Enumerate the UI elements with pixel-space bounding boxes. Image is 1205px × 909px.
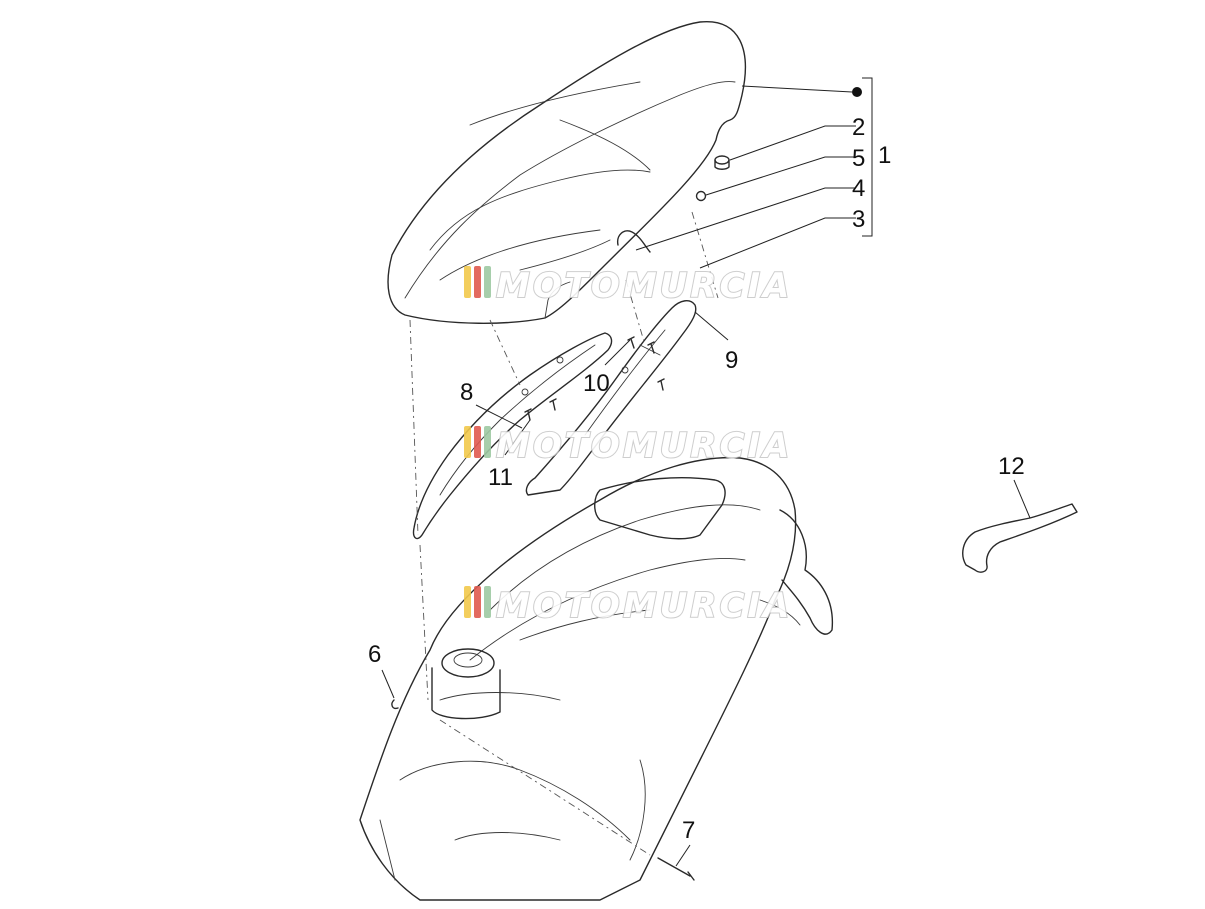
callout-1: 1 [878,142,891,169]
watermark-stripe [464,266,471,298]
callout-11: 11 [488,464,513,491]
rear-body [359,456,834,901]
watermark-text: MOTOMURCIA [496,426,792,466]
watermark-stripe [474,586,481,618]
callout-12: 12 [998,453,1025,480]
assembly-lines [409,211,719,856]
bumper-part-2 [714,155,730,170]
watermark-text: MOTOMURCIA [496,586,792,626]
leader-lines [381,85,1031,867]
callout-10: 10 [583,370,610,397]
callout-labels: 1 2 5 4 3 9 10 8 11 12 6 7 [368,114,1025,844]
seat [387,21,746,324]
screws [524,336,665,421]
clip-part-6 [391,699,399,710]
watermark-text: MOTOMURCIA [496,266,792,306]
watermark-stripe [464,586,471,618]
grab-handle-left [412,332,613,540]
callout-3: 3 [852,206,865,233]
watermark-top: MOTOMURCIA [464,265,792,307]
watermark-stripe [484,426,491,458]
watermark-stripe [474,426,481,458]
watermark-stripe [484,586,491,618]
grab-handle-right [525,300,697,496]
watermark-middle: MOTOMURCIA [464,425,792,467]
watermark-stripe [474,266,481,298]
callout-4: 4 [852,175,865,202]
watermark-stripe [464,426,471,458]
cable-part-4 [617,230,651,253]
watermark-bottom: MOTOMURCIA [464,585,792,627]
bullet-marker [852,87,862,97]
group-bracket [862,77,873,237]
watermark-stripe [484,266,491,298]
callout-7: 7 [682,817,695,844]
nut-part-5 [695,190,707,202]
callout-9: 9 [725,347,738,374]
callout-2: 2 [852,114,865,141]
callout-5: 5 [852,145,865,172]
callout-8: 8 [460,379,473,406]
hook-wrench-part-12 [962,503,1078,573]
callout-6: 6 [368,641,381,668]
stud-part-7 [657,857,695,881]
